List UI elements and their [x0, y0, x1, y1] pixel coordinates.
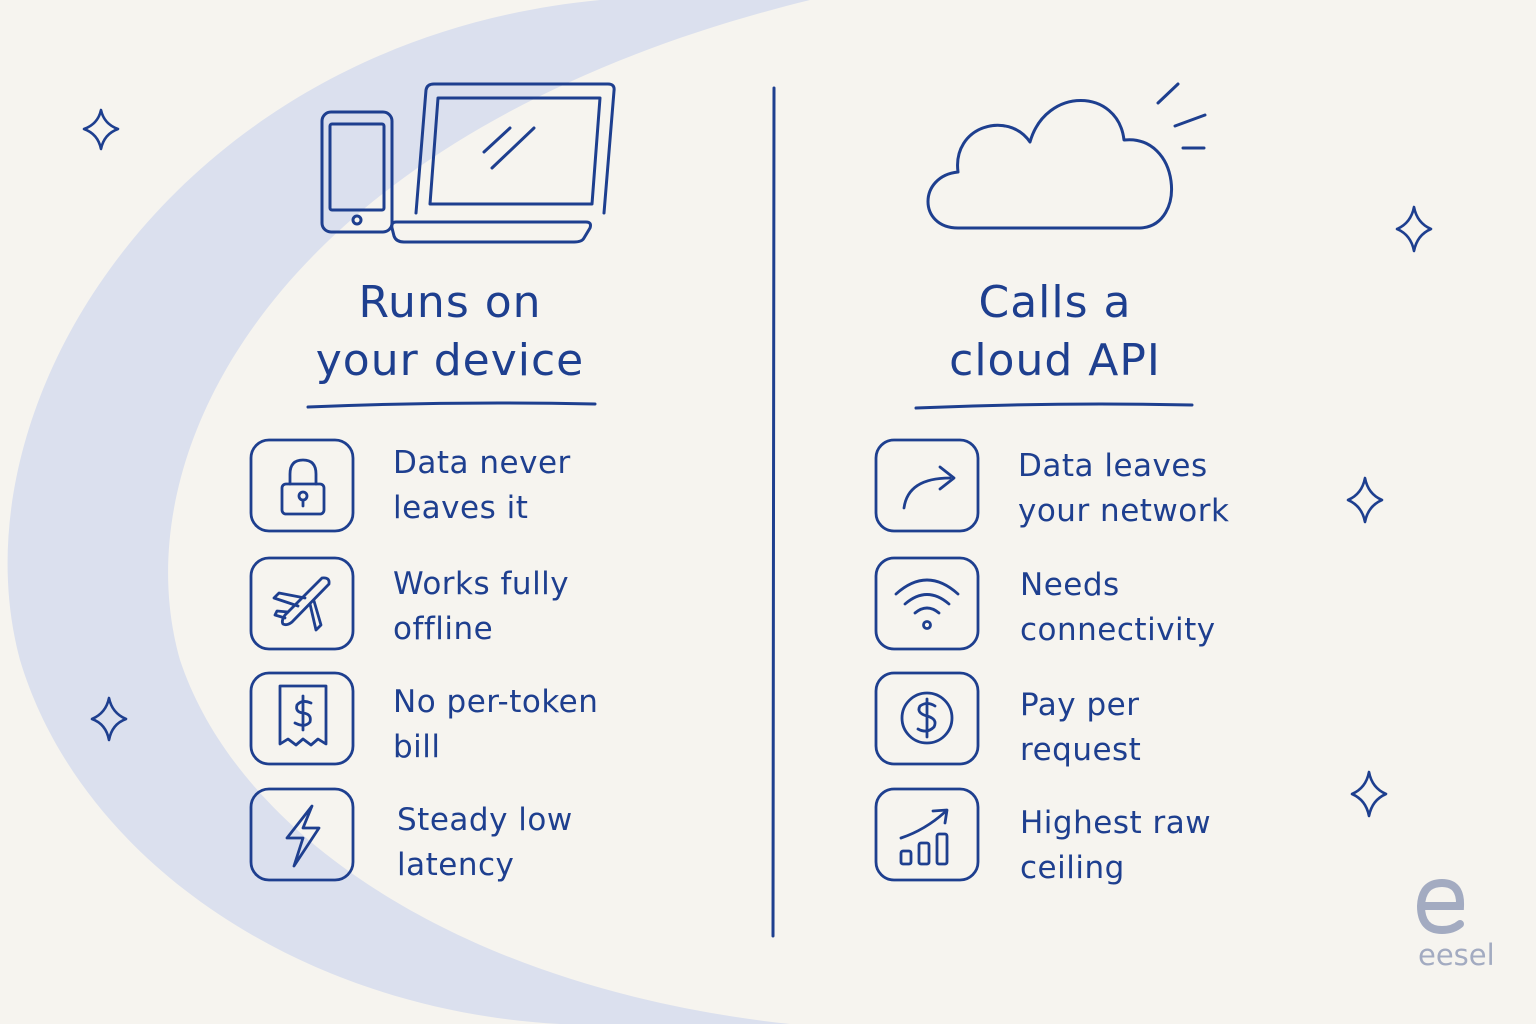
left-item-offline: Works fully offline — [393, 566, 570, 647]
sparkle-icon — [1346, 476, 1384, 524]
wifi-icon — [894, 578, 960, 630]
icon-box — [249, 671, 355, 766]
left-item-billing: No per-token bill — [393, 684, 599, 765]
left-heading: Runs on your device — [300, 274, 600, 390]
center-divider — [771, 86, 776, 938]
right-heading-line2: cloud API — [949, 335, 1161, 386]
right-item-ceiling: Highest raw ceiling — [1020, 805, 1212, 886]
right-item-pay-per-request: Pay per request — [1020, 687, 1142, 768]
background-curve-band — [7, 0, 810, 1024]
sparkle-icon — [1350, 770, 1388, 818]
cloud-ray — [1173, 113, 1207, 128]
cloud-icon — [926, 82, 1207, 230]
left-item-data-privacy: Data never leaves it — [393, 445, 571, 526]
airplane-icon — [272, 576, 331, 632]
icon-box — [874, 438, 980, 533]
icon-box — [249, 438, 355, 533]
right-heading: Calls a cloud API — [905, 274, 1205, 390]
sparkle-icon — [82, 108, 120, 151]
cloud-ray — [1156, 82, 1180, 105]
phone-icon — [320, 110, 394, 234]
right-heading-underline — [914, 402, 1194, 410]
left-item-latency: Steady low latency — [397, 802, 573, 883]
sparkle-icon — [1395, 205, 1433, 253]
right-heading-line1: Calls a — [978, 277, 1132, 328]
icon-box — [874, 671, 980, 766]
right-item-connectivity: Needs connectivity — [1020, 567, 1216, 648]
left-heading-line2: your device — [315, 335, 585, 386]
laptop-icon — [390, 82, 616, 244]
lightning-icon — [285, 804, 321, 868]
icon-box — [874, 556, 980, 651]
dollar-coin-icon — [900, 691, 954, 745]
sparkle-icon — [90, 696, 128, 742]
icon-box — [874, 787, 980, 882]
lock-icon — [280, 458, 326, 516]
icon-box — [249, 787, 355, 882]
left-heading-line1: Runs on — [358, 277, 542, 328]
left-heading-underline — [306, 401, 597, 409]
right-item-data-leaves: Data leaves your network — [1018, 448, 1230, 529]
receipt-icon — [278, 684, 328, 747]
brand-logo-text: eesel — [1418, 938, 1495, 972]
arrow-out-icon — [902, 465, 956, 510]
icon-box — [249, 556, 355, 651]
devices-icon — [320, 82, 616, 244]
eesel-logo-icon — [1416, 878, 1465, 935]
bar-chart-up-icon — [899, 808, 949, 866]
